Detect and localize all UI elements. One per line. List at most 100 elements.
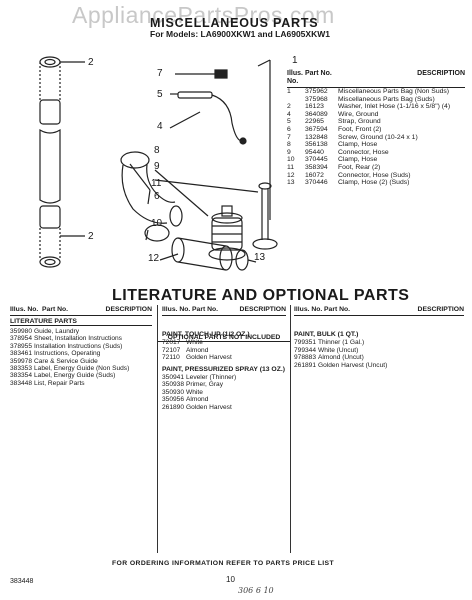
part-no: 72110	[162, 354, 180, 362]
part-no: 358394	[305, 163, 328, 171]
part-description: Miscellaneous Parts Bag (Non Suds)	[338, 88, 450, 95]
document-number: 383448	[10, 578, 34, 585]
part-no: 16123	[305, 103, 324, 111]
part-description: Wire, Ground	[338, 110, 379, 118]
illus-no: 8	[287, 141, 291, 149]
illus-no: 2	[287, 103, 291, 111]
column-divider	[290, 305, 291, 553]
part-no: 383448	[10, 379, 33, 387]
col-description: DESCRIPTION	[417, 306, 464, 313]
part-no: 350938	[162, 381, 185, 389]
part-no: 72017	[162, 339, 181, 347]
part-description: Label, Energy Guide (Non Suds)	[34, 365, 130, 373]
literature-column: Illus. No. Part No. DESCRIPTION LITERATU…	[10, 306, 152, 387]
literature-title: LITERATURE AND OPTIONAL PARTS	[112, 287, 410, 304]
part-no: 16072	[305, 171, 324, 179]
part-description: Washer, Inlet Hose (1-1/16 x 5/8") (4)	[338, 103, 451, 111]
part-description: Leveler (Thinner)	[186, 374, 237, 382]
illus-no: 9	[287, 148, 291, 156]
handwritten-note: 306 6 10	[238, 586, 274, 595]
part-no: 95440	[305, 148, 324, 156]
col-description: DESCRIPTION	[105, 306, 152, 313]
front-foot-part	[252, 182, 278, 250]
part-description: List, Repair Parts	[34, 379, 85, 387]
touchup-column: Illus. No. Part No. DESCRIPTION PAINT, T…	[162, 306, 286, 411]
part-no: 359978	[10, 357, 33, 365]
optional-parts-label: OPTIONAL PARTS NOT INCLUDED	[158, 334, 290, 342]
part-no: 350956	[162, 396, 185, 404]
callout-12: 12	[148, 253, 160, 264]
part-no: 375962	[305, 88, 328, 95]
washer-part-top	[39, 56, 61, 68]
callout-10: 10	[151, 218, 163, 229]
part-description: Connector, Hose (Suds)	[338, 171, 411, 179]
callout-5: 5	[157, 89, 163, 100]
part-description: Almond	[186, 346, 209, 354]
col-description: DESCRIPTION	[239, 306, 286, 313]
literature-parts-label: LITERATURE PARTS	[10, 318, 152, 326]
part-no: 22965	[305, 118, 324, 126]
part-description: Foot, Front (2)	[338, 125, 382, 133]
illus-no: 4	[287, 110, 291, 118]
col-illus: Illus. No.	[162, 306, 191, 313]
part-no: 383353	[10, 365, 33, 373]
callout-1: 1	[292, 55, 298, 66]
bulk-column: Illus. No. Part No. DESCRIPTION PAINT, B…	[294, 306, 464, 369]
part-description: Golden Harvest	[186, 403, 232, 411]
illus-no: 5	[287, 118, 291, 126]
spray-label: PAINT, PRESSURIZED SPRAY (13 OZ.)	[162, 365, 286, 373]
part-description: White	[186, 388, 203, 396]
part-description: Clamp, Hose (2) (Suds)	[338, 179, 410, 187]
part-description: Strap, Ground	[338, 118, 381, 126]
header-part: Part No.	[305, 70, 332, 77]
part-description: White (Uncut)	[318, 346, 359, 354]
part-description: Label, Energy Guide (Suds)	[34, 372, 116, 380]
part-no: 72107	[162, 346, 181, 354]
part-no: 799351	[294, 339, 317, 347]
parts-table-header: Illus. No. Part No. DESCRIPTION	[287, 70, 465, 88]
part-no: 364089	[305, 110, 328, 118]
part-no: 367594	[305, 125, 328, 133]
header-description: DESCRIPTION	[417, 70, 465, 77]
hose-coupling-part	[39, 99, 61, 125]
col-part: Part No.	[324, 306, 351, 313]
part-no: 799344	[294, 346, 317, 354]
col-part: Part No.	[42, 306, 69, 313]
table-row: 5 22965 Strap, Ground	[287, 118, 465, 126]
suds-connector-part	[171, 237, 249, 271]
ground-strap-part	[177, 91, 213, 99]
part-description: Installation Instructions (Suds)	[34, 342, 123, 350]
column-divider	[157, 305, 158, 553]
callout-7: 7	[157, 68, 163, 79]
table-row: 4 364089 Wire, Ground	[287, 111, 465, 119]
rear-foot-part	[208, 205, 246, 261]
part-no: 375968	[305, 95, 328, 103]
col-illus: Illus. No.	[10, 306, 39, 313]
part-no: 261891	[294, 361, 317, 369]
